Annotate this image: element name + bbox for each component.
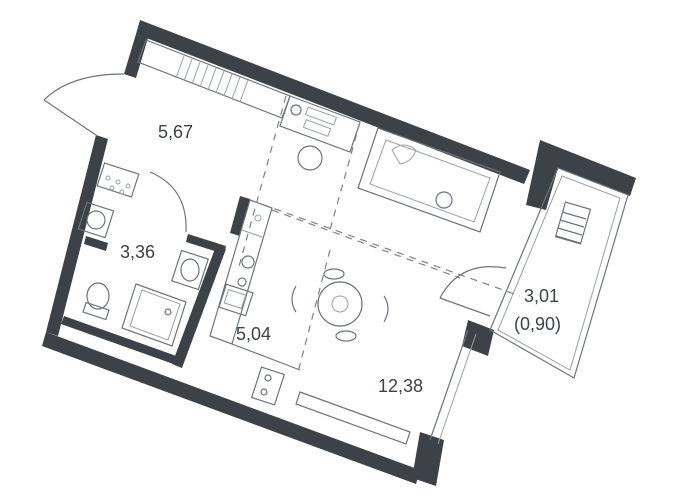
cabinet-icon: [96, 162, 140, 198]
sink-icon: [170, 249, 210, 291]
room-area-living: 12,38: [378, 376, 423, 396]
sofa-icon: [357, 127, 501, 233]
heater-icon: [554, 201, 592, 245]
room-area-balcony-sub: (0,90): [514, 314, 561, 334]
wall-left: [46, 135, 108, 336]
desk: [279, 95, 361, 171]
tv-stand: [295, 391, 411, 445]
wall-top-left: [124, 34, 148, 78]
wall-bottom-right: [412, 432, 444, 486]
inner-walls: [61, 196, 250, 368]
window-right: [429, 329, 477, 445]
room-area-balcony: 3,01: [524, 286, 559, 306]
kitchen-sink-icon: [218, 283, 254, 317]
balcony-door: [439, 266, 507, 299]
room-area-hall: 5,67: [158, 122, 193, 142]
wall-pillar: [462, 320, 494, 356]
bathroom-fixtures: [77, 162, 210, 347]
washing-machine-icon: [77, 201, 115, 239]
wall-bath-top: [84, 236, 108, 251]
entrance-door: [43, 73, 125, 136]
room-area-kitchen: 5,04: [236, 324, 271, 344]
wardrobe: [137, 39, 291, 119]
wall-bottom: [42, 332, 420, 484]
kitchen: [209, 199, 301, 406]
wall-right-block: [526, 140, 636, 210]
toilet-icon: [82, 282, 110, 321]
wall-top: [136, 20, 530, 184]
wall-bath-right: [172, 246, 226, 368]
dining-table-icon: [291, 268, 389, 342]
bathroom-door: [149, 171, 187, 233]
room-area-bathroom: 3,36: [120, 242, 155, 262]
hob-icon: [237, 255, 255, 287]
area-labels: 5,67 3,36 5,04 12,38 3,01 (0,90): [120, 122, 561, 396]
wall-kitchen-left: [230, 196, 250, 236]
shower-icon: [121, 283, 187, 347]
outer-walls: [42, 20, 636, 486]
fridge-icon: [250, 366, 286, 406]
balcony: [439, 167, 629, 379]
room-separators: [237, 95, 521, 373]
wall-bath-bottom: [61, 316, 182, 366]
